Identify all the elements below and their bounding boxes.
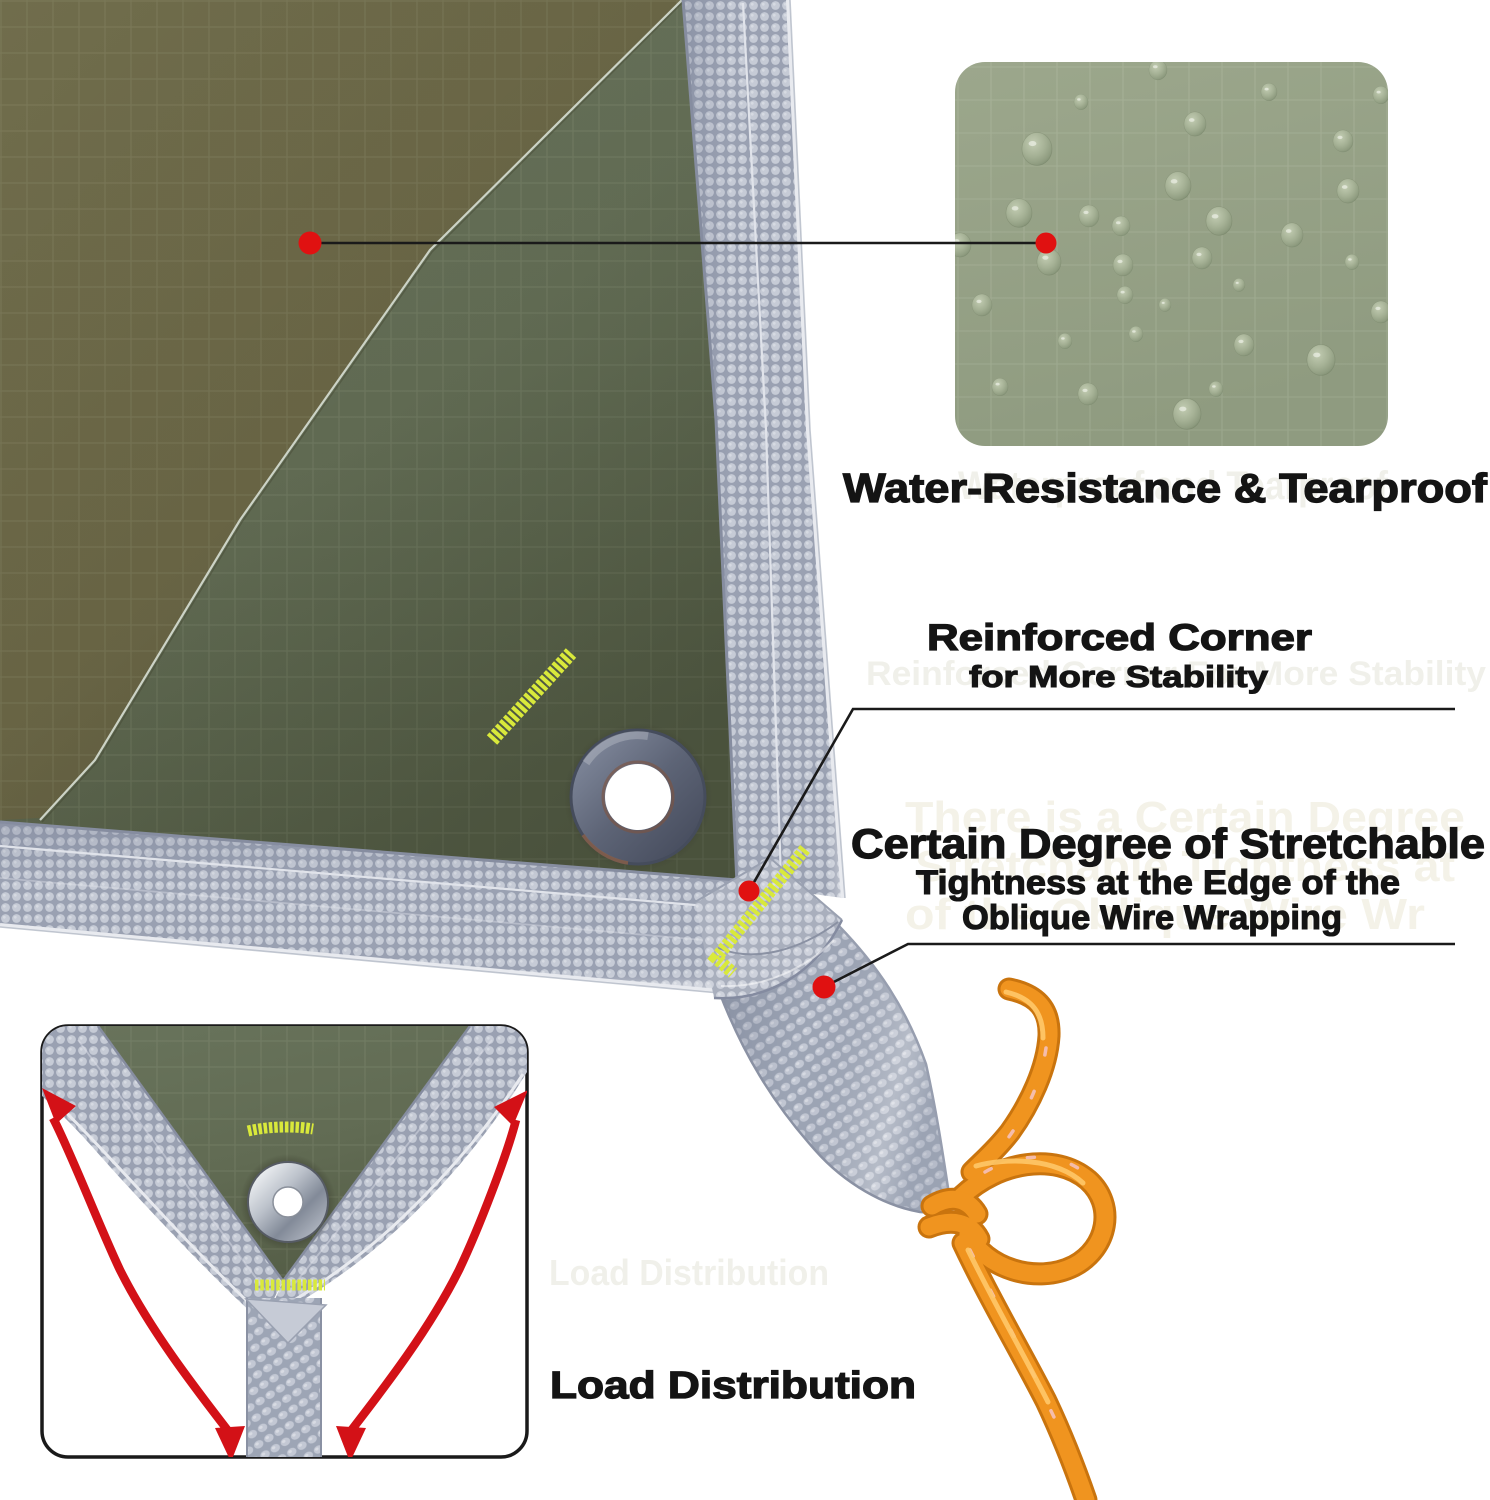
svg-text:Water-Resistance & Tearproof: Water-Resistance & Tearproof — [843, 465, 1487, 511]
svg-text:Oblique Wire Wrapping: Oblique Wire Wrapping — [962, 899, 1342, 937]
svg-text:for More Stability: for More Stability — [969, 659, 1269, 694]
svg-text:There is a Certain Degree: There is a Certain Degree — [905, 793, 1465, 842]
svg-text:Load Distribution: Load Distribution — [549, 1252, 829, 1293]
svg-text:Load Distribution: Load Distribution — [550, 1365, 916, 1407]
svg-text:Reinforced Corner For More Sta: Reinforced Corner For More Stability — [866, 655, 1486, 693]
svg-text:Certain Degree of Stretchable: Certain Degree of Stretchable — [851, 820, 1485, 867]
svg-text:Stretchable Tightness at: Stretchable Tightness at — [915, 842, 1455, 891]
svg-text:Reinforced Corner: Reinforced Corner — [927, 617, 1312, 658]
svg-text:of the Oblique Wire Wr: of the Oblique Wire Wr — [905, 890, 1425, 939]
svg-text:Tightness at the Edge of the: Tightness at the Edge of the — [916, 864, 1400, 902]
svg-text:Waterproof and Tearproof: Waterproof and Tearproof — [958, 464, 1389, 508]
